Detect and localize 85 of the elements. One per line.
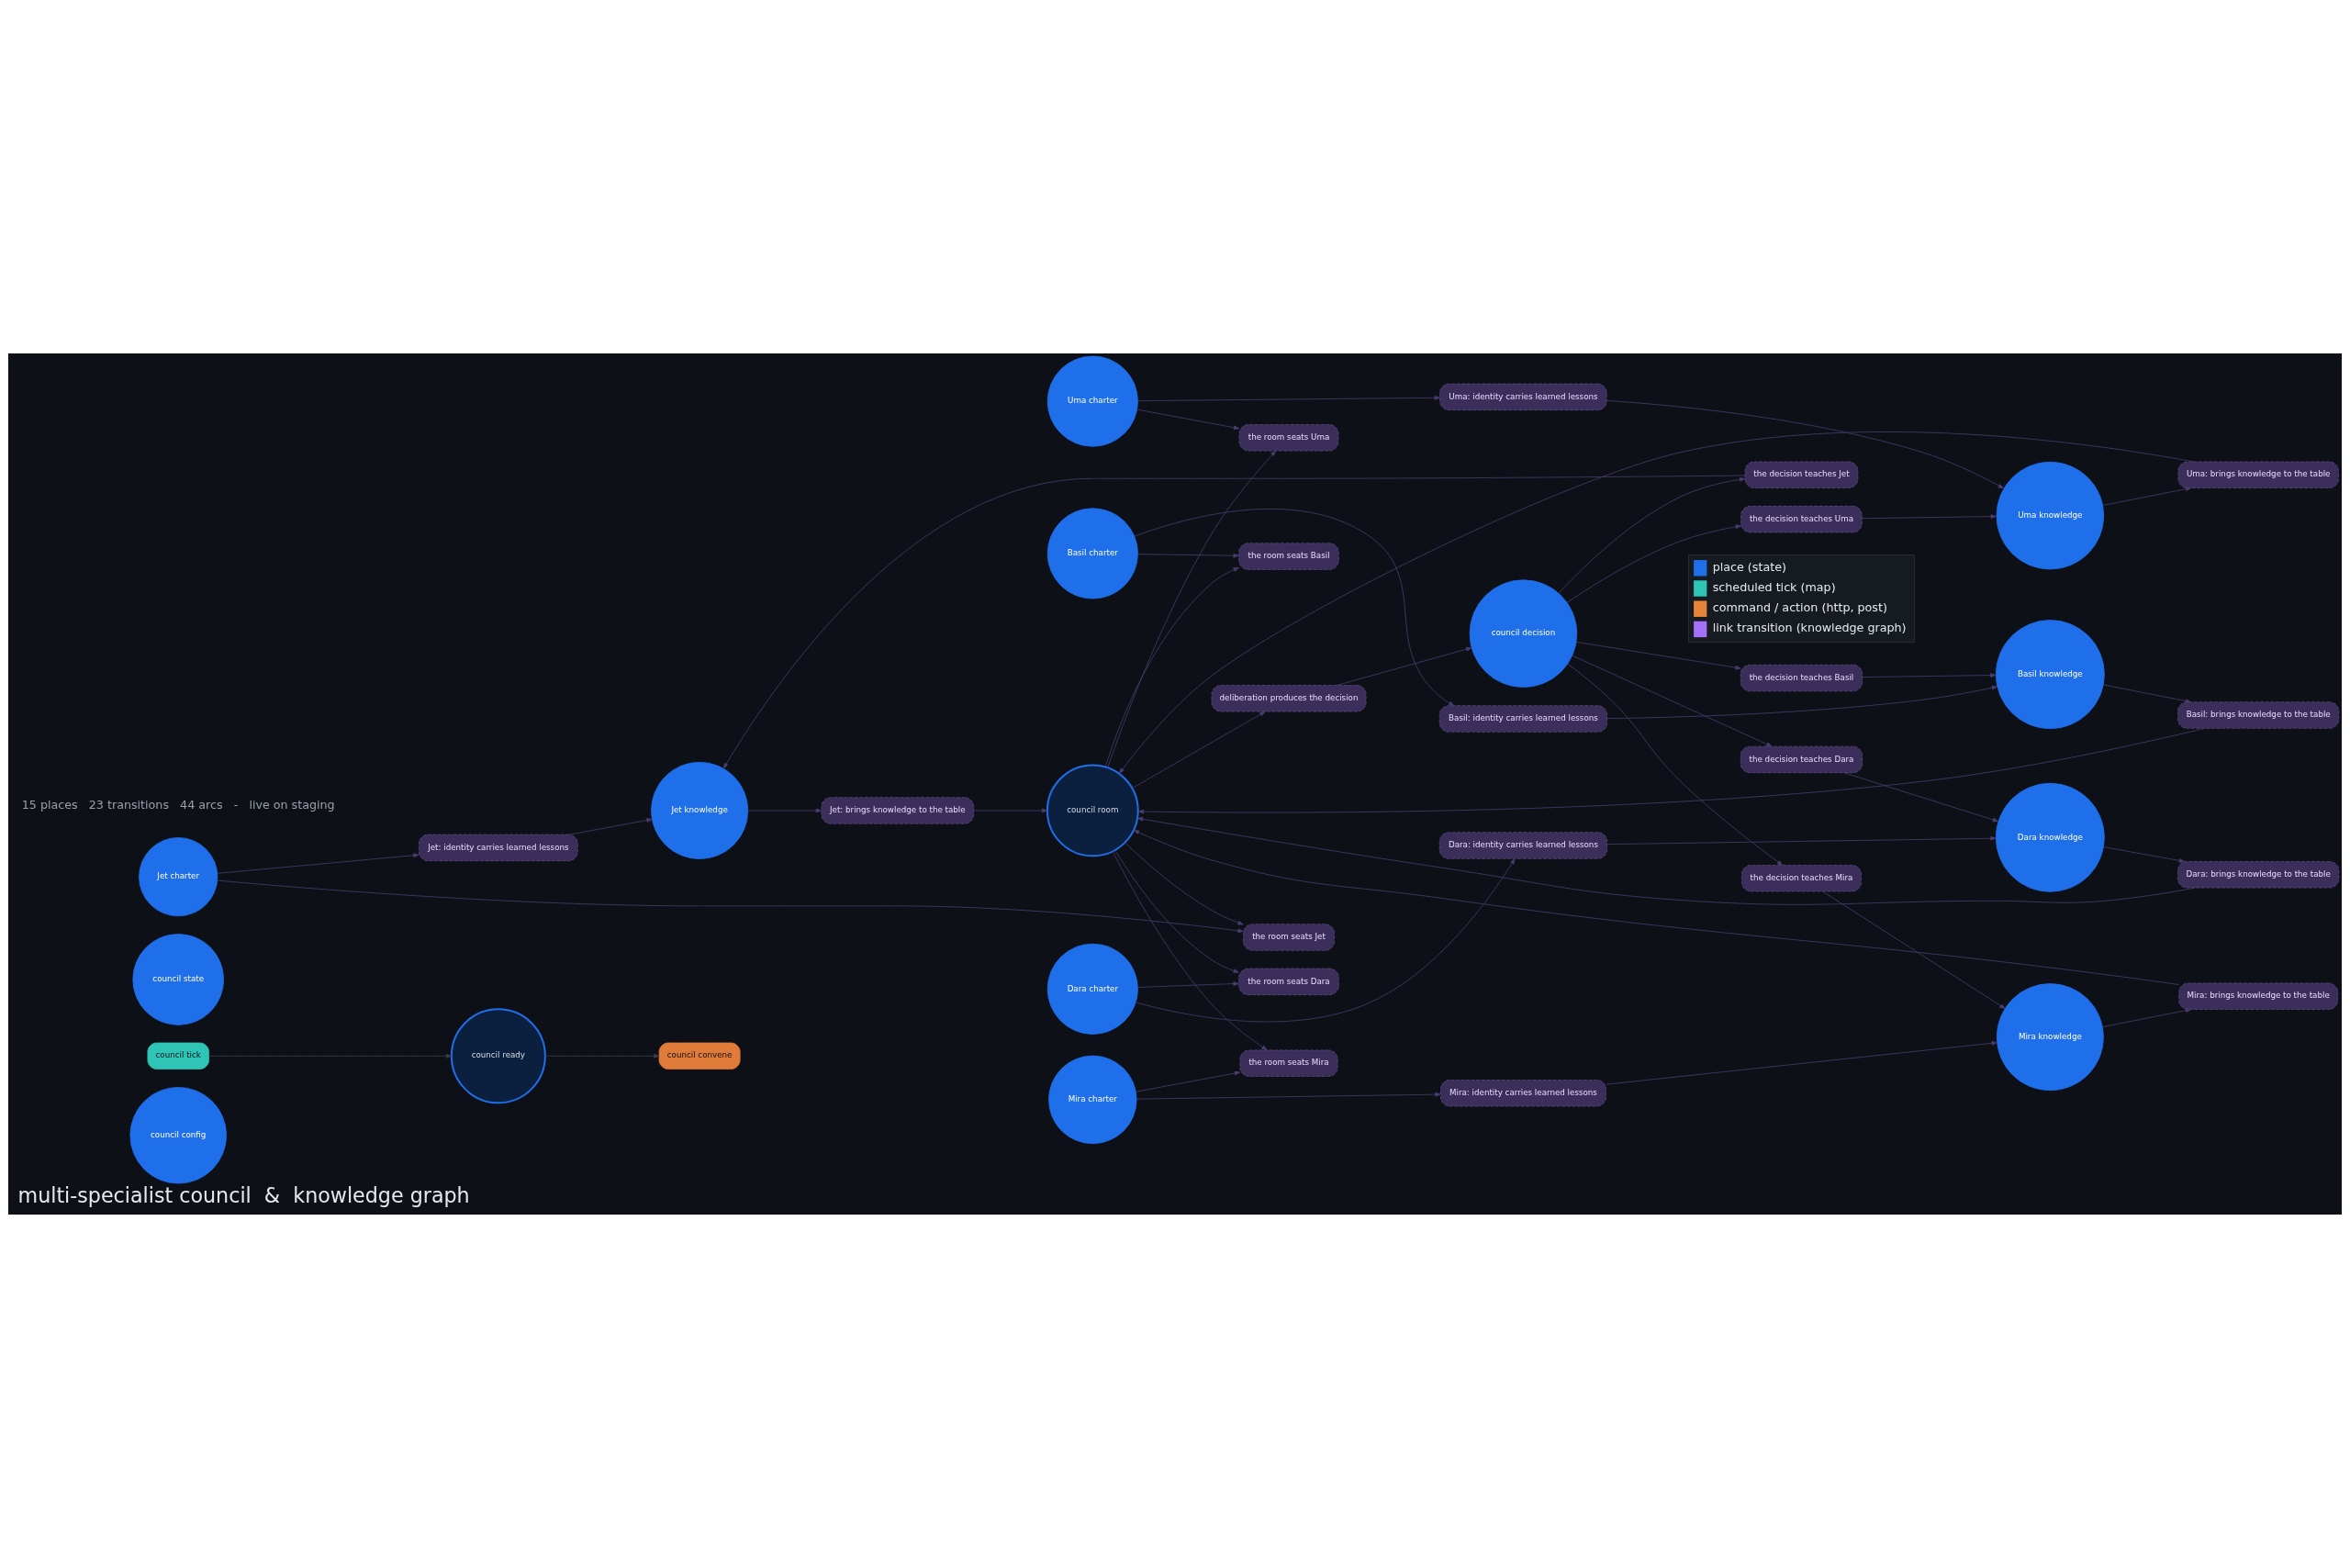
arrow xyxy=(1567,663,1784,866)
arrow xyxy=(1137,727,2206,814)
node-box: Basil: identity carries learned lessons xyxy=(1438,705,1608,733)
arrow xyxy=(1137,553,1239,558)
arrow xyxy=(1135,858,1516,1023)
node-circle: Basil knowledge xyxy=(1995,620,2105,730)
legend-label: command / action (http, post) xyxy=(1712,600,1887,615)
node-box: the room seats Dara xyxy=(1238,968,1339,996)
node-circle: Mira charter xyxy=(1048,1055,1137,1145)
node-box: deliberation produces the decision xyxy=(1211,685,1367,712)
node-box: Jet: brings knowledge to the table xyxy=(821,797,975,824)
node-circle: Mira knowledge xyxy=(1996,983,2104,1092)
node-box: the room seats Mira xyxy=(1239,1049,1338,1077)
arrow xyxy=(1606,1041,1998,1085)
node-box: Dara: identity carries learned lessons xyxy=(1438,832,1608,859)
node-box: Jet: identity carries learned lessons xyxy=(419,834,578,862)
node-circle: Uma charter xyxy=(1046,355,1138,447)
node-box: the room seats Basil xyxy=(1238,543,1339,570)
arrow xyxy=(1125,842,1244,925)
arrow xyxy=(1114,849,1239,973)
arrow xyxy=(1862,673,1997,678)
arrow xyxy=(1136,816,2196,905)
legend-label: place (state) xyxy=(1712,559,1786,574)
node-box: the decision teaches Jet xyxy=(1744,461,1859,488)
node-box: the room seats Uma xyxy=(1238,424,1339,452)
arrow xyxy=(1107,450,1277,768)
node-box: the decision teaches Dara xyxy=(1740,745,1863,774)
node-box: the decision teaches Uma xyxy=(1740,505,1863,533)
arrow xyxy=(1822,890,2006,1009)
node-box: the decision teaches Basil xyxy=(1740,664,1863,692)
arrow xyxy=(1104,566,1239,767)
arrow xyxy=(1606,685,1998,720)
node-box: Mira: identity carries learned lessons xyxy=(1440,1080,1606,1107)
arrow xyxy=(1572,655,1773,747)
node-box: Basil: brings knowledge to the table xyxy=(2177,701,2340,729)
node-box: Uma: brings knowledge to the table xyxy=(2177,461,2339,488)
node-circle: council config xyxy=(129,1087,227,1184)
arrow xyxy=(1575,641,1741,670)
arrow xyxy=(1862,514,1997,520)
node-circle: council ready xyxy=(450,1008,546,1104)
arrow xyxy=(722,475,1746,769)
node-box: Mira: brings knowledge to the table xyxy=(2178,982,2339,1010)
arrow xyxy=(1606,400,2004,489)
arrow xyxy=(1336,646,1472,686)
node-circle: Basil charter xyxy=(1046,508,1138,599)
arrow xyxy=(1136,1070,1241,1092)
node-circle: Dara charter xyxy=(1046,943,1138,1035)
node-box: council convene xyxy=(658,1042,741,1070)
node-circle: Jet charter xyxy=(139,837,218,917)
node-box: the decision teaches Mira xyxy=(1741,865,1862,892)
arrow xyxy=(1137,396,1440,402)
arrow xyxy=(1136,409,1240,431)
arrow xyxy=(1566,524,1741,603)
arrow xyxy=(217,853,420,874)
arrow xyxy=(2102,1008,2192,1027)
legend-label: scheduled tick (map) xyxy=(1712,580,1836,595)
arrow xyxy=(2103,846,2186,863)
node-circle: council state xyxy=(132,934,224,1025)
arrow xyxy=(2102,487,2192,506)
arrow xyxy=(1558,476,1746,594)
arrow xyxy=(2103,684,2192,703)
arrow xyxy=(569,818,653,835)
arrow xyxy=(1136,1092,1441,1100)
diagram-title: multi-specialist council & knowledge graph xyxy=(17,1182,470,1207)
node-box: council tick xyxy=(147,1042,209,1070)
arrow xyxy=(1132,711,1266,789)
arrow xyxy=(1606,835,1997,846)
node-circle: council decision xyxy=(1469,579,1578,688)
arrow xyxy=(208,1053,453,1058)
node-box: Uma: identity carries learned lessons xyxy=(1439,383,1607,411)
arrow xyxy=(973,808,1048,813)
node-circle: Dara knowledge xyxy=(1995,782,2105,892)
label: 15 places 23 transitions 44 arcs - live on staging xyxy=(21,798,335,812)
node-box: the room seats Jet xyxy=(1243,924,1335,951)
arrow xyxy=(1843,772,1999,823)
arrow xyxy=(1119,431,2195,774)
arrow xyxy=(544,1053,660,1058)
arrow xyxy=(217,879,1244,934)
arrow xyxy=(1133,830,2180,985)
arrow xyxy=(1134,509,1455,707)
arrow xyxy=(747,808,822,813)
node-box: Dara: brings knowledge to the table xyxy=(2177,861,2340,889)
arrow xyxy=(1136,981,1239,988)
arrow xyxy=(1112,851,1268,1051)
legend-label: link transition (knowledge graph) xyxy=(1712,621,1907,635)
